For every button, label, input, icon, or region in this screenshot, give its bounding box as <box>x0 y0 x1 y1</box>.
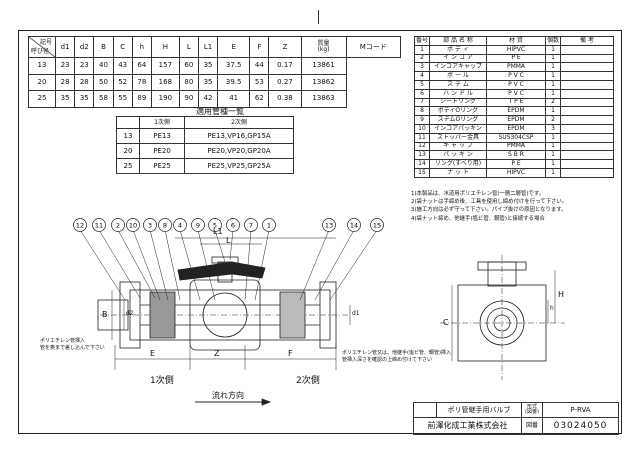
callout-number: 4 <box>178 222 182 230</box>
table-cell: 64 <box>131 57 152 75</box>
note-line: 4)袋ナット締め、他継手(塩ビ管、鋼管)と接続する場合 <box>411 215 545 222</box>
drawing-no-value: 03024050 <box>542 417 619 435</box>
callout-balloon <box>322 218 336 232</box>
note-right-callout: ポリエチレン管又は、他継手(塩ビ管、鋼管)挿入 管挿入深さを確認の上締め付けて下… <box>342 350 451 363</box>
callout-number: 8 <box>163 222 167 230</box>
callout-number: 5 <box>213 222 217 230</box>
callout-number: 7 <box>249 222 253 230</box>
table-cell: 42 <box>197 90 219 108</box>
callout-number: 10 <box>129 222 137 230</box>
callout-number: 12 <box>76 222 84 230</box>
callout-number: 2 <box>116 222 120 230</box>
callout-number: 11 <box>95 222 103 230</box>
center-mark <box>318 10 319 24</box>
callout-balloon <box>92 218 106 232</box>
callout-number: 9 <box>196 222 200 230</box>
callout-number: 15 <box>373 222 381 230</box>
dim-label-E: E <box>150 349 156 358</box>
parts-cell <box>560 167 614 178</box>
table-cell: 190 <box>150 90 180 108</box>
dim-label-L1: L1 <box>213 227 223 236</box>
dim-label-Z: Z <box>214 349 220 358</box>
compat-cell: PE25,VP25,GP25A <box>184 158 294 174</box>
callout-balloon <box>143 218 157 232</box>
col-header: h <box>131 36 152 58</box>
type-value: P-RVA <box>542 402 619 418</box>
dim-label-B: B <box>102 310 108 319</box>
callout-balloon <box>173 218 187 232</box>
table-cell: 89 <box>131 90 152 108</box>
callout-balloon <box>73 218 87 232</box>
company-name: 前澤化成工業株式会社 <box>413 417 522 435</box>
side1-label: 1次側 <box>150 376 174 386</box>
note-line: 2)袋ナットは手締め後、工具を使用し締め付けを行って下さい。 <box>411 199 568 206</box>
callout-number: 1 <box>267 222 271 230</box>
dim-label-d2: d2 <box>126 310 134 317</box>
col-header: Z <box>268 36 302 58</box>
note-line: 3)施工方向は必ず守って下さい。パイプ抜けの原因となります。 <box>411 207 567 214</box>
callout-balloon <box>158 218 172 232</box>
callout-balloon <box>347 218 361 232</box>
callout-balloon <box>244 218 258 232</box>
dim-label-C: C <box>443 318 449 327</box>
dim-label-L: L <box>226 236 231 245</box>
drawing-no-label: 図番 <box>521 417 543 435</box>
dimension-table: 記号 呼び径 d1 d2 B C h H L L1 E F Z 質量 (kg) … <box>28 36 402 108</box>
callout-balloon <box>370 218 384 232</box>
callout-balloon <box>111 218 125 232</box>
corner-cell: 記号 呼び径 <box>28 36 56 58</box>
notes: 1)本製品は、水道用ポリエチレン管(一層二層管)です。 2)袋ナットは手締め後、… <box>411 190 567 223</box>
dim-label-H: H <box>558 290 565 299</box>
col-header: F <box>249 36 270 58</box>
callout-number: 13 <box>325 222 333 230</box>
table-cell: 0.38 <box>268 90 302 108</box>
table-cell: 13863 <box>300 90 347 108</box>
callout-balloon <box>191 218 205 232</box>
corner-top-label: 記号 <box>39 39 52 46</box>
title-block: ポリ管継手用バルブ 形式 (図番) P-RVA 前澤化成工業株式会社 図番 03… <box>413 402 619 435</box>
side2-label: 2次側 <box>296 376 320 386</box>
callout-balloon <box>126 218 140 232</box>
type-label: 形式 (図番) <box>521 402 543 418</box>
callout-balloon <box>262 218 276 232</box>
corner-bottom-label: 呼び径 <box>31 48 50 55</box>
flow-direction-label: 流れ方向 <box>212 391 244 400</box>
callout-number: 6 <box>231 222 235 230</box>
compat-title: 適用管種一覧 <box>196 107 244 116</box>
col-header: L1 <box>197 36 219 58</box>
dim-label-h: h <box>550 305 554 312</box>
table-cell: 35 <box>197 57 219 75</box>
col-header: H <box>150 36 180 58</box>
col-header: Mコード <box>345 36 402 58</box>
dim-label-d1: d1 <box>352 310 360 317</box>
note-left-callout: ポリエチレン管挿入 管を奥まで差し込んで下さい <box>40 338 105 351</box>
callout-balloon <box>208 218 222 232</box>
product-name: ポリ管継手用バルブ <box>436 402 522 418</box>
table-cell: 62 <box>249 90 270 108</box>
callout-balloon <box>226 218 240 232</box>
dim-label-F: F <box>288 349 293 358</box>
callout-number: 3 <box>148 222 152 230</box>
col-header: 質量 (kg) <box>300 36 347 58</box>
compat-cell: PE25 <box>139 158 185 174</box>
callout-number: 14 <box>350 222 358 230</box>
drawing-frame <box>18 30 622 434</box>
title-corner <box>413 402 437 418</box>
note-line: 1)本製品は、水道用ポリエチレン管(一層二層管)です。 <box>411 191 545 197</box>
